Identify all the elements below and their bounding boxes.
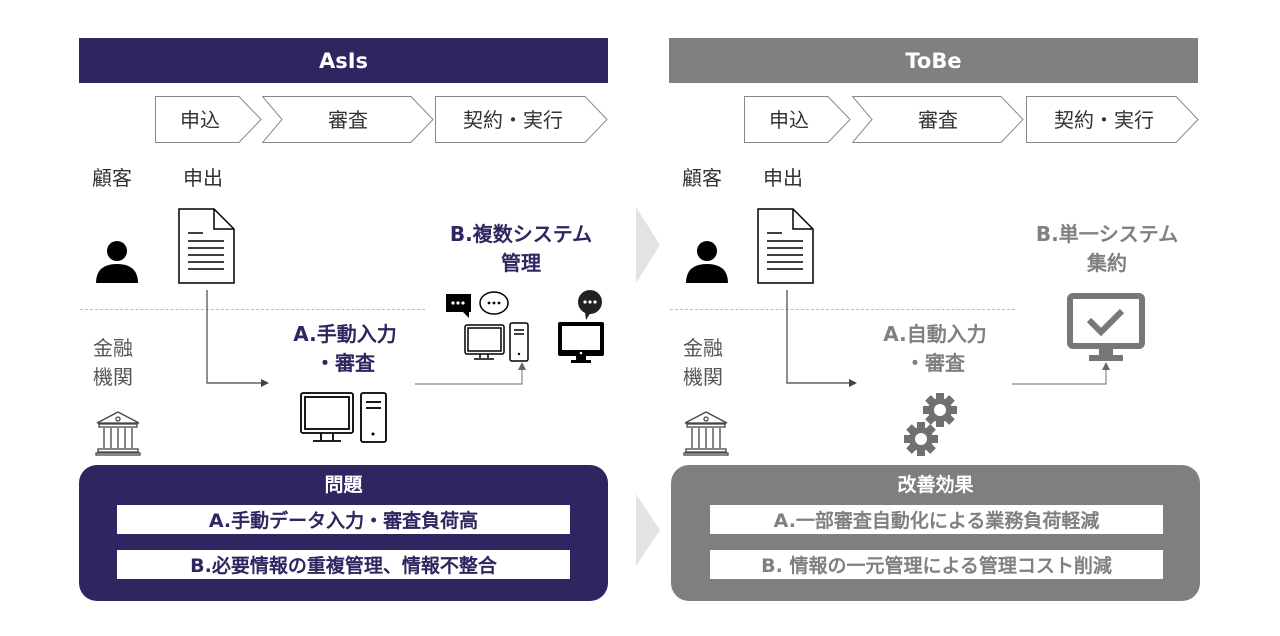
lane-divider [670,309,1015,310]
request-label: 申出 [763,166,803,190]
computer-icon [300,392,387,443]
flow-arrow [206,290,269,387]
tobe-panel: ToBe 申込 審査 契約・実行 顧客 申出 金融機関 A.自動入力・審査 B.… [669,0,1200,636]
step-review: 審査 [852,96,1024,143]
document-icon [178,208,235,284]
document-icon [757,208,814,284]
svg-text:審査: 審査 [918,108,958,132]
step-contract: 契約・実行 [1026,96,1199,143]
step-apply: 申込 [155,96,262,143]
tobe-header: ToBe [669,38,1198,83]
flow-arrow [786,290,857,387]
improvement-item: B. 情報の一元管理による管理コスト削減 [710,550,1163,579]
svg-text:審査: 審査 [328,108,368,132]
bank-icon [683,411,729,456]
problems-title: 問題 [324,474,363,496]
flow-arrow [1012,362,1110,385]
asis-header: AsIs [79,38,608,83]
point-b-label: B.単一システム集約 [1035,222,1179,275]
request-label: 申出 [183,166,223,190]
bank-icon [95,411,141,456]
step-contract: 契約・実行 [435,96,608,143]
problem-item: A.手動データ入力・審査負荷高 [117,505,570,534]
transition-arrow-icon [636,494,660,566]
svg-text:申込: 申込 [180,108,220,132]
point-b-label: B.複数システム管理 [449,222,593,275]
bank-label: 金融機関 [683,336,723,389]
multiple-systems-icon [446,290,604,363]
customer-label: 顧客 [92,166,132,190]
bank-label: 金融機関 [93,336,133,389]
person-icon [686,241,728,283]
person-icon [96,241,138,283]
improvement-item: A.一部審査自動化による業務負荷軽減 [710,505,1163,534]
customer-label: 顧客 [682,166,722,190]
asis-panel: AsIs 申込 審査 契約・実行 顧客 申出 金融機関 A.手動入力・審査 B.… [79,0,609,636]
svg-text:申込: 申込 [769,108,809,132]
svg-text:契約・実行: 契約・実行 [1054,108,1154,132]
lane-divider [80,309,425,310]
monitor-check-icon [1067,293,1145,361]
point-a-label: A.自動入力・審査 [883,322,987,375]
transition-arrow-icon [636,207,660,283]
step-review: 審査 [262,96,434,143]
svg-text:契約・実行: 契約・実行 [463,108,563,132]
step-apply: 申込 [744,96,851,143]
point-a-label: A.手動入力・審査 [293,322,397,375]
flow-arrow [415,362,526,385]
problem-item: B.必要情報の重複管理、情報不整合 [117,550,570,579]
improvements-title: 改善効果 [897,474,974,496]
gears-icon [904,393,957,456]
